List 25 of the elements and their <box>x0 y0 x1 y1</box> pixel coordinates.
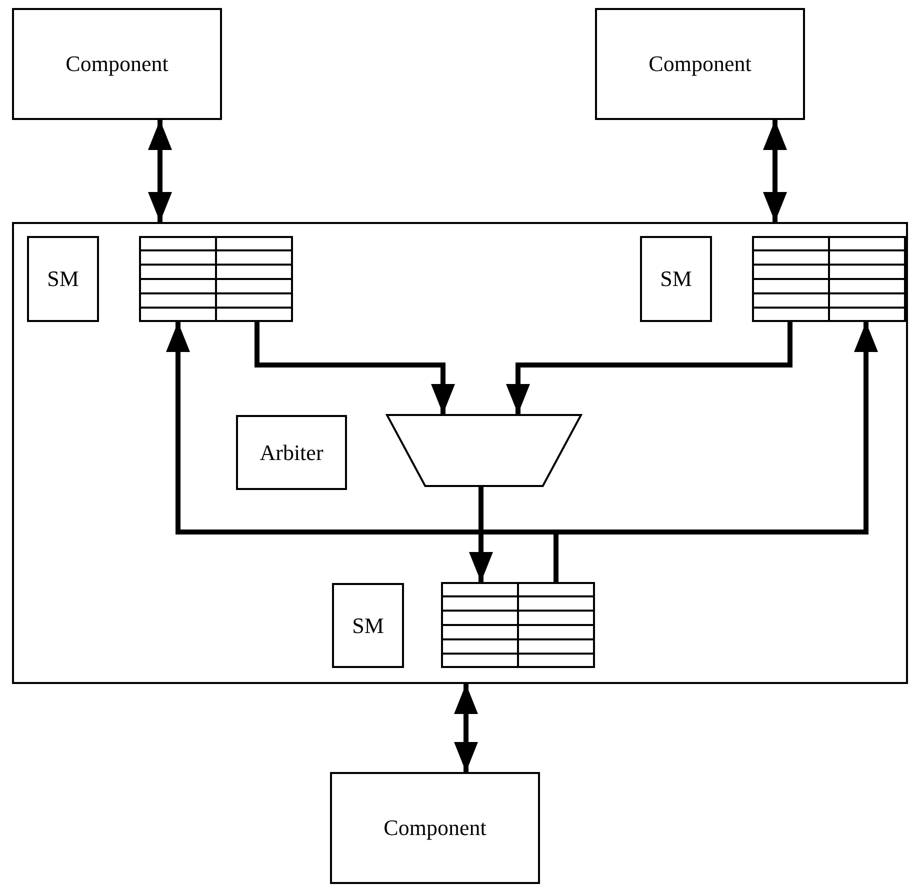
box-label: Component <box>648 51 752 77</box>
labeled-box <box>332 583 404 668</box>
box-label: SM <box>47 266 79 292</box>
labeled-box <box>640 236 712 322</box>
box-label: Component <box>66 51 168 77</box>
box-label: Component <box>384 815 486 841</box>
multiplexer-trapezoid <box>386 414 582 487</box>
box-label: Arbiter <box>260 440 324 466</box>
box-label: SM <box>660 266 692 292</box>
arrow <box>506 322 792 414</box>
buffer-drawing <box>441 582 595 668</box>
buffer-drawing <box>139 236 293 322</box>
labeled-box <box>595 8 805 120</box>
labeled-box <box>236 415 347 490</box>
labeled-box <box>330 772 540 884</box>
buffer-drawing <box>752 236 906 322</box>
labeled-box <box>27 236 99 322</box>
labeled-box <box>12 8 222 120</box>
arrow <box>254 322 455 414</box>
double-arrow <box>763 120 787 222</box>
double-arrow <box>454 684 478 772</box>
arrow <box>469 487 493 582</box>
double-arrow <box>148 120 172 222</box>
box-label: SM <box>352 612 384 638</box>
enclosure-box <box>12 222 908 684</box>
